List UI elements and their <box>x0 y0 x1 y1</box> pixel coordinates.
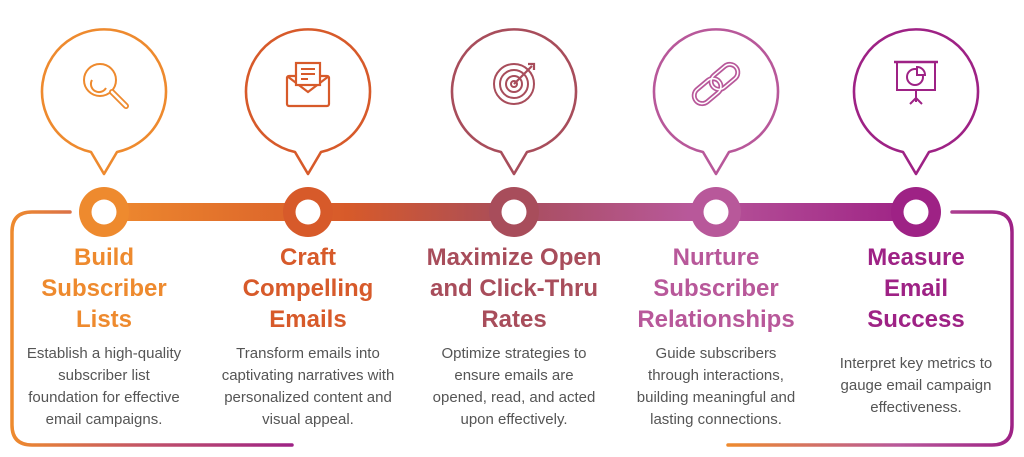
step-title: Maximize Open and Click-Thru Rates <box>426 244 602 333</box>
magnifier-icon <box>83 63 129 109</box>
step-bubble <box>450 28 578 237</box>
speech-bubble <box>652 28 780 176</box>
speech-bubble <box>450 28 578 176</box>
envelope-letter-icon <box>285 61 331 108</box>
right-bracket <box>726 210 1014 447</box>
step-description: Interpret key metrics to gauge email cam… <box>839 355 993 416</box>
speech-bubble <box>40 28 168 176</box>
step-bubble <box>852 28 980 237</box>
presentation-chart-icon <box>894 60 938 105</box>
speech-bubble <box>244 28 372 176</box>
step-description: Guide subscribers through interactions, … <box>636 345 796 428</box>
step-description: Transform emails into captivating narrat… <box>221 345 395 428</box>
left-bracket <box>10 210 294 447</box>
step-bubble <box>652 28 780 237</box>
target-icon <box>493 62 536 105</box>
step-description: Optimize strategies to ensure emails are… <box>432 345 596 428</box>
step-description: Establish a high-quality subscriber list… <box>26 345 182 428</box>
step-title: Nurture Subscriber Relationships <box>637 244 795 333</box>
chain-link-icon <box>691 61 741 107</box>
step-title: Measure Email Success <box>867 244 965 333</box>
step-bubble <box>40 28 168 237</box>
step-title: Build Subscriber Lists <box>41 244 167 333</box>
step-title: Craft Compelling Emails <box>242 244 374 333</box>
step-bubble <box>244 28 372 237</box>
